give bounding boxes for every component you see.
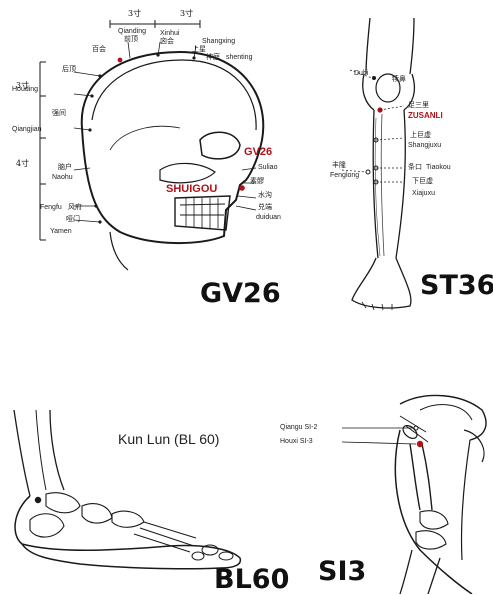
label-shangxing: Shangxing: [202, 38, 235, 45]
dim-left-3: 3寸: [16, 82, 29, 90]
gv26-point: [239, 185, 245, 191]
label-zusanli-cn: 足三里: [408, 102, 429, 109]
label-tiaokou: Tiaokou: [426, 164, 451, 171]
dim-left-4: 4寸: [16, 160, 29, 168]
label-xinhui-cn: 囟会: [160, 38, 174, 45]
label-naohu: Naohu: [52, 174, 73, 181]
label-xinhui: Xinhui: [160, 30, 179, 37]
label-houxi: Houxi SI-3: [280, 438, 313, 445]
kunlun-title: Kun Lun (BL 60): [118, 432, 219, 446]
label-duiduan: duiduan: [256, 214, 281, 221]
label-yamen-cn: 哑门: [66, 216, 80, 223]
label-fenglong-cn: 丰隆: [332, 162, 346, 169]
dim-top-right: 3寸: [180, 10, 193, 18]
label-suliao-cn: 素髎: [250, 178, 264, 185]
caption-gv26: GV26: [200, 280, 281, 307]
caption-si3: SI3: [318, 558, 366, 585]
head-diagram-panel: 3寸 3寸 Qianding 前顶 Xinhui 囟会 Shangxing 上星…: [0, 0, 300, 310]
label-qianding: Qianding: [118, 28, 146, 35]
label-tiaokou-cn: 条口: [408, 164, 422, 171]
caption-st36: ST36: [420, 272, 493, 299]
label-shenting: shenting: [226, 54, 252, 61]
label-xiajuxu: Xiajuxu: [412, 190, 435, 197]
dim-top-left: 3寸: [128, 10, 141, 18]
label-fengfu: Fengfu: [40, 204, 62, 211]
label-baihui-cn: 百会: [92, 46, 106, 53]
label-dubi-cn: 犊鼻: [392, 76, 406, 83]
label-shenting-cn: 神庭: [206, 54, 220, 61]
label-qiangjian: Qiangjian: [12, 126, 42, 133]
label-duiduan-cn: 兑端: [258, 204, 272, 211]
gv26-label: GV26: [244, 147, 272, 158]
label-suliao: Suliao: [258, 164, 277, 171]
hand-diagram-panel: Qiangu SI-2 Houxi SI-3: [250, 390, 493, 594]
label-xiajuxu-cn: 下巨虚: [412, 178, 433, 185]
label-fenglong: Fenglong: [330, 172, 359, 179]
si3-point: [417, 441, 423, 447]
label-yamen: Yamen: [50, 228, 72, 235]
label-shangjuxu-cn: 上巨虚: [410, 132, 431, 139]
label-qianding-cn: 前顶: [124, 36, 138, 43]
label-shuigou-cn: 水沟: [258, 192, 272, 199]
hand-drawing: [250, 390, 493, 594]
label-dubi: Dubi: [354, 70, 368, 77]
foot-diagram-panel: Kun Lun (BL 60): [0, 410, 250, 594]
shuigou-label: SHUIGOU: [166, 184, 217, 195]
label-qiangu: Qiangu SI-2: [280, 424, 317, 431]
label-fengfu-cn: 风府: [68, 204, 82, 211]
label-houding-cn: 后顶: [62, 66, 76, 73]
label-naohu-cn: 脑户: [58, 164, 72, 171]
bl60-point: [35, 497, 41, 503]
baihui-point: [118, 58, 123, 63]
label-shangxing-cn: 上星: [192, 46, 206, 53]
label-shangjuxu: Shangjuxu: [408, 142, 441, 149]
zusanli-label: ZUSANLI: [408, 112, 443, 120]
label-qiangjian-cn: 强间: [52, 110, 66, 117]
